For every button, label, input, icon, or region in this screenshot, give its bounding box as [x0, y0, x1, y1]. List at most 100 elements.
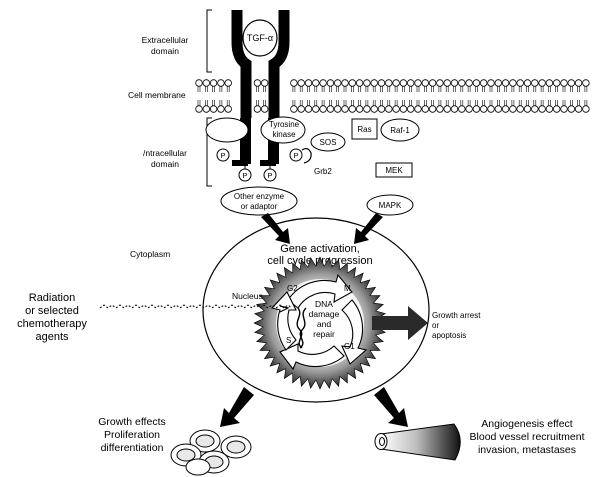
extracellular-label-2: domain	[151, 46, 179, 56]
lipid-head	[297, 79, 305, 87]
cytoplasm-label: Cytoplasm	[130, 249, 170, 259]
sos-label: SOS	[320, 138, 337, 147]
cell-membrane-label: Cell membrane	[128, 90, 186, 100]
lipid-head	[531, 79, 539, 87]
lipid-head	[202, 105, 210, 113]
other-enzyme-label: Other enzyme	[234, 192, 285, 201]
lipid-head	[348, 105, 356, 113]
tgf-alpha-label: TGF-α	[247, 33, 273, 43]
lipid-head	[195, 105, 203, 113]
lipid-head	[202, 79, 210, 87]
receptor-left-foot	[232, 160, 248, 166]
lipid-head	[261, 105, 269, 113]
phase-g1: G1	[344, 342, 355, 351]
lipid-head	[458, 105, 466, 113]
lipid-head	[516, 79, 524, 87]
lipid-head	[253, 105, 262, 113]
lipid-head	[531, 105, 539, 113]
lipid-head	[480, 79, 488, 87]
lipid-head	[450, 79, 459, 87]
growth-arrest-label-2: or	[432, 321, 439, 330]
lipid-head	[414, 105, 422, 113]
lipid-head	[560, 79, 568, 87]
dna-damage-label-4: repair	[313, 329, 335, 339]
lipid-head	[377, 79, 386, 87]
lipid-head	[377, 105, 386, 113]
radiation-label-4: agents	[35, 331, 69, 343]
lipid-head	[334, 79, 342, 87]
lipid-head	[472, 79, 481, 87]
extracellular-bracket	[206, 9, 212, 73]
radiation-label-2: or selected	[25, 305, 79, 317]
lipid-head	[553, 105, 561, 113]
sos-protein	[310, 132, 346, 152]
lipid-head	[209, 105, 218, 113]
intracellular-label: /ntracellular	[143, 148, 187, 158]
lipid-head	[326, 79, 335, 87]
lipid-head	[348, 79, 356, 87]
phospho-left-label: P	[220, 151, 225, 160]
kinase-domain-right	[260, 116, 306, 144]
lipid-head	[421, 79, 429, 87]
lipid-head	[363, 105, 371, 113]
mapk-protein	[366, 194, 414, 216]
lipid-head	[501, 105, 510, 113]
lipid-head	[428, 105, 437, 113]
raf1-protein	[380, 118, 420, 142]
growth-arrest-label-3: apoptosis	[432, 331, 466, 340]
lipid-head	[355, 79, 364, 87]
radiation-zigzag-tip	[279, 305, 290, 313]
lipid-head	[355, 105, 364, 113]
lipid-head	[209, 79, 218, 87]
lipid-head	[553, 79, 561, 87]
lipid-head	[392, 105, 400, 113]
lipid-head	[312, 105, 320, 113]
mapk-label: MAPK	[379, 201, 402, 210]
signaling-cascade: Grb2 SOS Ras Raf-1 MEK MAPK Other enzyme…	[220, 118, 420, 216]
lipid-head	[450, 105, 459, 113]
lipid-head	[224, 79, 232, 87]
nucleus-label: Nucleus	[232, 291, 263, 301]
phospho-right-label: P	[293, 151, 298, 160]
lipid-head	[421, 105, 429, 113]
lipid-head	[290, 79, 298, 87]
gene-activation-label: Gene activation,	[280, 243, 360, 255]
lipid-head	[523, 79, 532, 87]
lipid-head	[487, 105, 495, 113]
lipid-head	[370, 79, 378, 87]
lipid-head	[224, 105, 232, 113]
cycle-arrow-m-g1	[341, 299, 368, 365]
receptor-right-arm	[268, 10, 290, 118]
lipid-head	[297, 105, 305, 113]
dna-damage-label-3: and	[317, 319, 331, 329]
lipid-head	[574, 105, 583, 113]
lipid-head	[304, 105, 313, 113]
lipid-head	[217, 79, 225, 87]
angiogenesis-label-2: Blood vessel recruitment	[470, 431, 585, 443]
phospho-bottom-right-label: P	[267, 171, 272, 180]
lipid-head	[509, 79, 517, 87]
cycle-arrow-g1-s	[279, 343, 345, 371]
arrow-enzyme-to-nucleus	[261, 213, 290, 244]
lipid-head	[487, 79, 495, 87]
lipid-head	[385, 105, 393, 113]
lipid-head	[407, 105, 415, 113]
lipid-head	[341, 79, 349, 87]
phase-g2: G2	[287, 284, 298, 293]
phase-m: M	[344, 284, 351, 293]
tyrosine-kinase-label: Tyrosine	[269, 120, 300, 129]
lipid-head	[385, 79, 393, 87]
receptor-left-arm	[231, 10, 252, 118]
cycle-arrow-g2-m	[287, 273, 353, 309]
growth-arrest-label: Growth arrest	[432, 311, 481, 320]
lipid-head	[319, 79, 327, 87]
ras-protein	[351, 118, 378, 140]
lipid-head	[363, 79, 371, 87]
lipid-head	[567, 79, 575, 87]
angiogenesis-label: Angiogenesis effect	[481, 418, 573, 430]
lipid-head	[516, 105, 524, 113]
lipid-head	[582, 79, 590, 87]
lipid-head	[480, 105, 488, 113]
lipid-head	[195, 79, 203, 87]
